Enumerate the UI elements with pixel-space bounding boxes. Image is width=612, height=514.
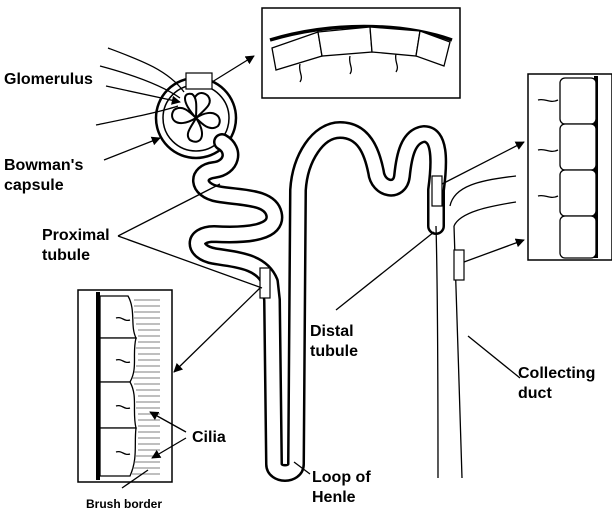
label-collecting-duct-line1: Collecting	[518, 365, 595, 382]
label-brush-border: Brush border	[86, 497, 162, 511]
label-loop-of-henle-line1: Loop of	[312, 469, 371, 486]
label-distal-tubule-line1: Distal	[310, 323, 354, 340]
label-proximal-tubule-line2: tubule	[42, 247, 90, 264]
label-distal-tubule-line2: tubule	[310, 343, 358, 360]
label-proximal-tubule-line1: Proximal	[42, 227, 110, 244]
glomerulus-tuft	[172, 93, 220, 142]
nephron-tubule	[198, 130, 439, 473]
label-collecting-duct-line2: duct	[518, 385, 552, 402]
inset-bowmans-epithelium	[262, 8, 460, 98]
label-bowmans-capsule-line1: Bowman's	[4, 157, 83, 174]
inset-proximal-epithelium	[78, 290, 172, 482]
label-cilia: Cilia	[192, 429, 226, 446]
label-bowmans-capsule-line2: capsule	[4, 177, 64, 194]
collecting-duct-shape	[436, 176, 516, 478]
inset-collecting-duct-epithelium	[528, 74, 612, 260]
label-glomerulus: Glomerulus	[4, 71, 93, 88]
label-loop-of-henle-line2: Henle	[312, 489, 356, 506]
